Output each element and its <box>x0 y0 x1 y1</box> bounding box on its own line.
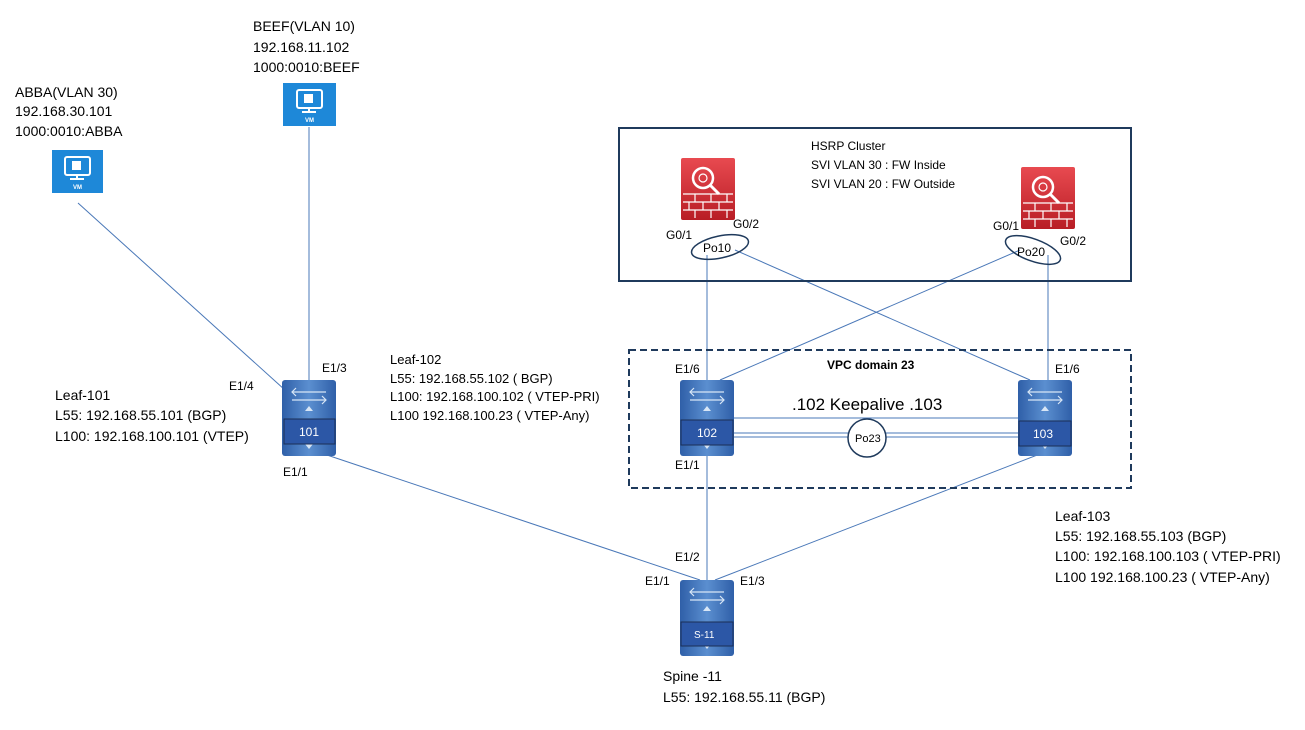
link-abba-leaf101 <box>77 202 286 391</box>
spine-e13: E1/3 <box>740 574 765 588</box>
links <box>77 127 1049 581</box>
leaf-102-e11: E1/1 <box>675 458 700 472</box>
fw2-g01-label: G0/1 <box>993 219 1019 233</box>
leaf-102-switch-icon[interactable]: 102 <box>679 379 735 457</box>
link-leaf101-spine <box>317 451 701 581</box>
leaf-103-e16: E1/6 <box>1055 362 1080 376</box>
spine-e11: E1/1 <box>645 574 670 588</box>
vm-beef-ip: 192.168.11.102 <box>253 39 349 55</box>
leaf-103-l55: L55: 192.168.55.103 (BGP) <box>1055 528 1226 544</box>
leaf-101-switch-label: 101 <box>299 425 319 439</box>
link-leaf103-spine <box>714 451 1046 581</box>
leaf-101-name: Leaf-101 <box>55 387 110 403</box>
vm-abba-icon-label: VM <box>73 185 82 191</box>
leaf-103-name: Leaf-103 <box>1055 508 1110 524</box>
po10-label: Po10 <box>703 241 731 255</box>
vm-beef-icon-label: VM <box>305 118 314 124</box>
hsrp-title: HSRP Cluster <box>811 139 885 153</box>
leaf-102-l100b: L100 192.168.100.23 ( VTEP-Any) <box>390 408 589 423</box>
leaf-101-e11: E1/1 <box>283 465 308 479</box>
leaf-102-l55: L55: 192.168.55.102 ( BGP) <box>390 371 553 386</box>
leaf-102-l100: L100: 192.168.100.102 ( VTEP-PRI) <box>390 389 600 404</box>
leaf-101-l100: L100: 192.168.100.101 (VTEP) <box>55 428 249 444</box>
po20-label: Po20 <box>1017 245 1045 259</box>
leaf-101-switch-icon[interactable]: 101 <box>281 379 337 457</box>
po23-label: Po23 <box>855 433 881 445</box>
vm-abba-icon[interactable]: VM <box>52 150 103 193</box>
leaf-103-l100b: L100 192.168.100.23 ( VTEP-Any) <box>1055 569 1270 585</box>
spine-e12: E1/2 <box>675 550 700 564</box>
po23-circle <box>847 418 887 458</box>
vm-beef-name: BEEF(VLAN 10) <box>253 18 355 34</box>
po10-ellipse <box>690 233 750 261</box>
fw2-g02-label: G0/2 <box>1060 234 1086 248</box>
spine-name: Spine -11 <box>663 668 722 684</box>
hsrp-cluster-box <box>618 127 1132 282</box>
vpc-title: VPC domain 23 <box>827 358 915 372</box>
keepalive-label: .102 Keepalive .103 <box>792 395 942 414</box>
leaf-103-switch-label: 103 <box>1033 427 1053 441</box>
spine-11-switch-icon[interactable]: S-11 <box>679 579 735 657</box>
vm-beef-v6: 1000:0010:BEEF <box>253 59 360 75</box>
leaf-101-e13: E1/3 <box>322 361 347 375</box>
leaf-103-l100: L100: 192.168.100.103 ( VTEP-PRI) <box>1055 548 1281 564</box>
vm-abba-name: ABBA(VLAN 30) <box>15 84 118 100</box>
firewall-2-icon[interactable] <box>1019 165 1077 231</box>
fw1-g02-label: G0/2 <box>733 217 759 231</box>
fw1-g01-label: G0/1 <box>666 228 692 242</box>
leaf-103-switch-icon[interactable]: 103 <box>1017 379 1073 457</box>
leaf-102-switch-label: 102 <box>697 426 717 440</box>
leaf-102-e16: E1/6 <box>675 362 700 376</box>
leaf-102-name: Leaf-102 <box>390 352 441 367</box>
spine-l55: L55: 192.168.55.11 (BGP) <box>663 689 825 705</box>
vm-abba-ip: 192.168.30.101 <box>15 103 113 119</box>
po20-ellipse <box>1004 234 1062 266</box>
vm-abba-v6: 1000:0010:ABBA <box>15 123 123 139</box>
hsrp-line2: SVI VLAN 20 : FW Outside <box>811 177 955 191</box>
link-fw1-leaf103 <box>734 249 1031 381</box>
vpc-domain-box <box>628 349 1132 489</box>
spine-11-switch-label: S-11 <box>694 630 715 641</box>
leaf-101-l55: L55: 192.168.55.101 (BGP) <box>55 407 226 423</box>
firewall-1-icon[interactable] <box>679 156 737 222</box>
hsrp-line1: SVI VLAN 30 : FW Inside <box>811 158 946 172</box>
vm-beef-icon[interactable]: VM <box>283 83 336 126</box>
leaf-101-e14: E1/4 <box>229 379 254 393</box>
link-fw2-leaf102 <box>719 249 1021 381</box>
